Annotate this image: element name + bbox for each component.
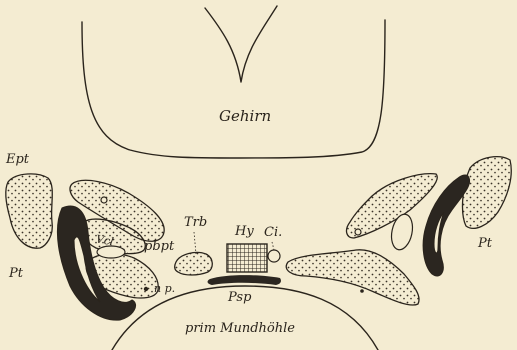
ci-vessel <box>268 250 280 262</box>
right-nerve-dot <box>360 289 364 293</box>
brain-label: Gehirn <box>219 109 271 124</box>
brain-outline <box>82 20 385 158</box>
left-nerve-mark <box>101 197 107 203</box>
brain-median-fissure <box>205 6 277 82</box>
pt-right-label: Pt <box>478 237 492 250</box>
trb-label: Trb <box>184 216 207 229</box>
trb-leader <box>194 232 196 254</box>
pbpt-label: pbpt <box>144 240 174 253</box>
right-ept-cartilage <box>463 157 512 229</box>
ci-label: Ci. <box>264 226 282 239</box>
psp-label: Psp <box>228 291 251 304</box>
parasphenoid-bar <box>208 275 281 285</box>
mouth-label: prim Mundhöhle <box>185 322 295 335</box>
np-nerve-dot <box>144 287 148 291</box>
hypophysis-block <box>227 244 267 272</box>
vcl-label: Vcl <box>95 234 114 248</box>
trb-cartilage <box>175 252 213 275</box>
ci-leader <box>272 242 274 250</box>
right-upper-cartilage <box>347 174 438 238</box>
ept-cartilage <box>6 174 52 248</box>
pt-left-label: Pt <box>9 267 23 280</box>
np-label: n p. <box>154 283 175 294</box>
right-lower-cartilage <box>286 250 419 305</box>
ept-label: Ept <box>6 153 29 166</box>
hy-label: Hy <box>235 225 254 238</box>
right-nerve-mark <box>355 229 361 235</box>
